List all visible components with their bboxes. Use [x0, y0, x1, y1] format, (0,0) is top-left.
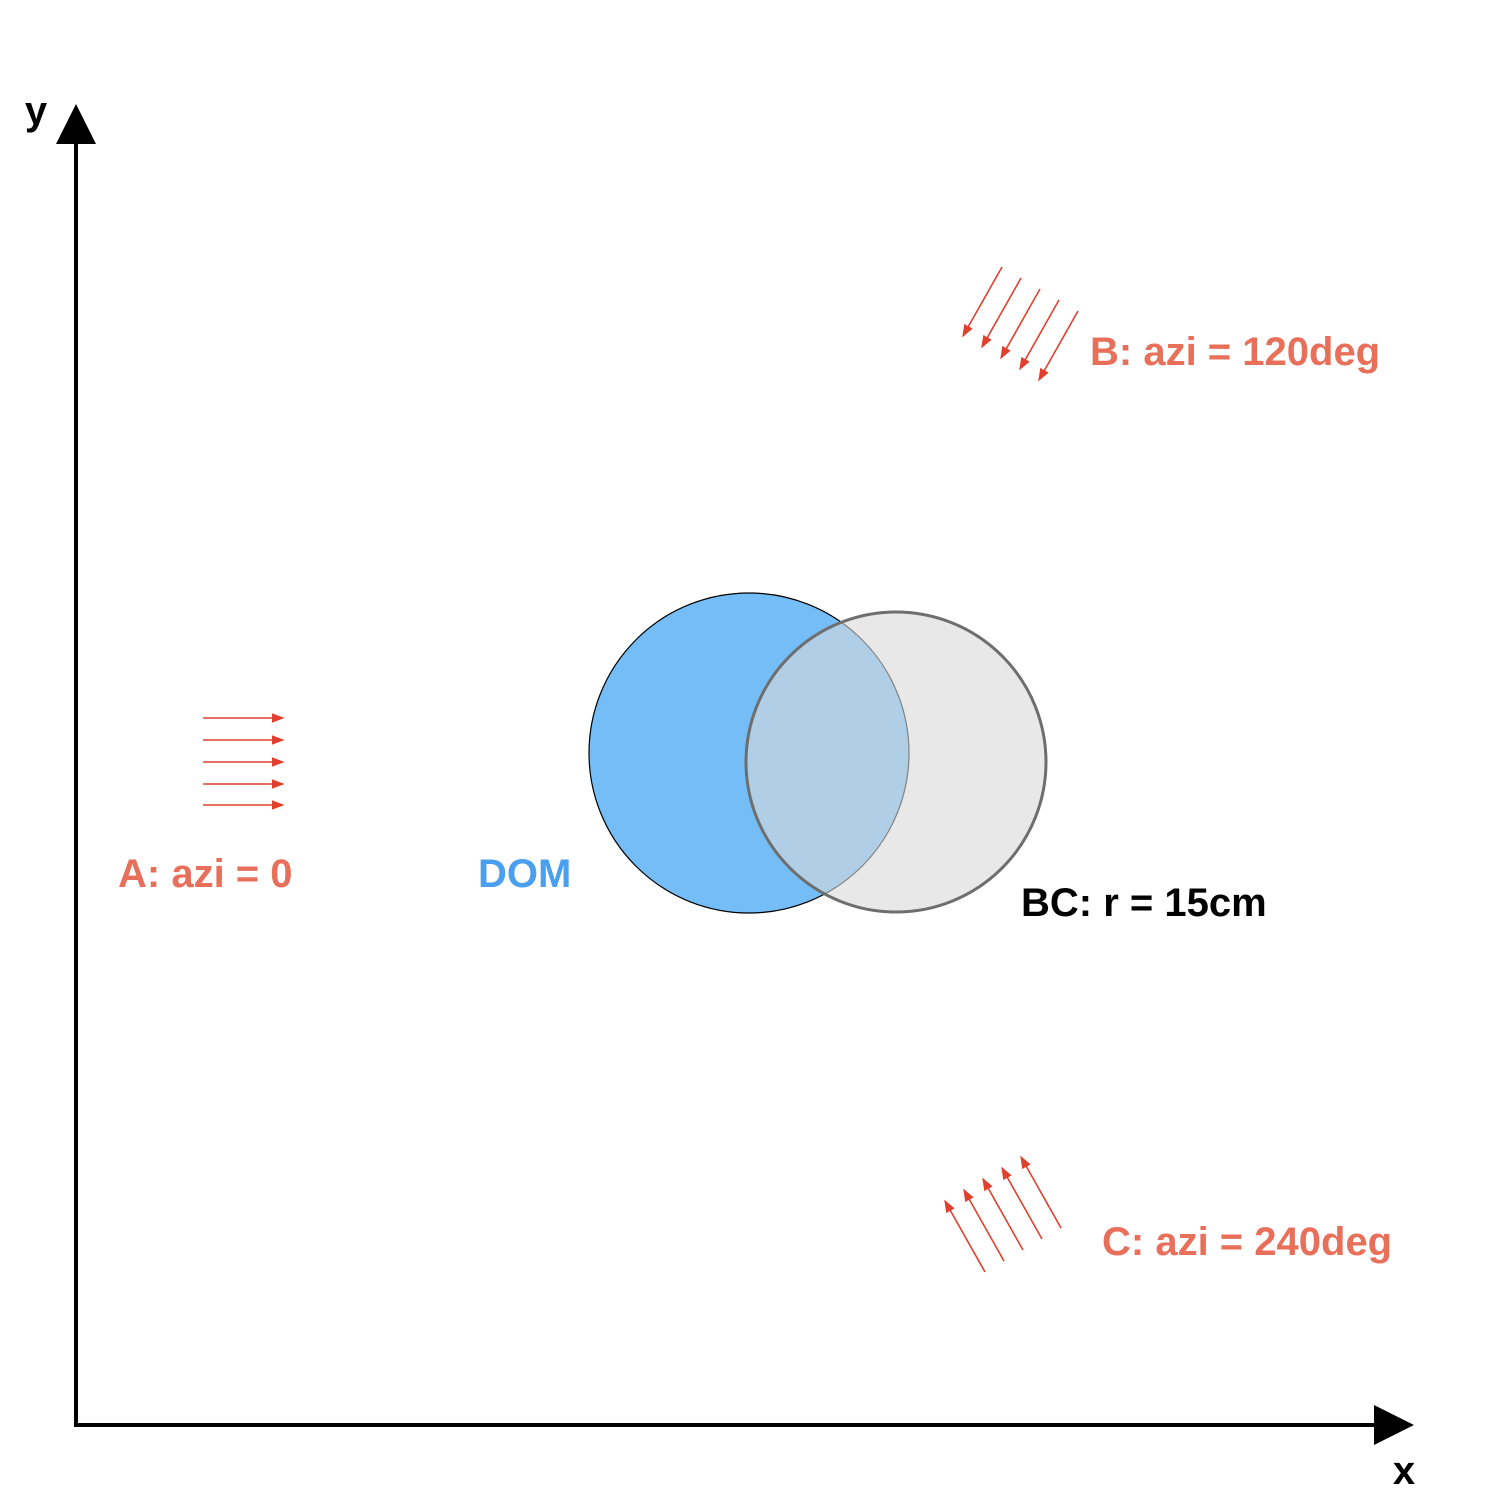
- axes: y x: [25, 89, 1415, 1493]
- label-b: B: azi = 120deg: [1090, 330, 1380, 374]
- beam-c-arrow: [982, 1177, 1024, 1251]
- label-dom: DOM: [478, 852, 571, 896]
- bc-circle: [744, 610, 1048, 914]
- beam-b-arrow: [1019, 299, 1060, 371]
- beam-b-arrow: [1000, 288, 1041, 360]
- y-axis-label: y: [25, 89, 48, 133]
- beam-b-arrow: [981, 277, 1022, 349]
- beam-c-arrow: [963, 1188, 1005, 1262]
- label-bc: BC: r = 15cm: [1021, 881, 1267, 925]
- beam-c-arrow: [1020, 1155, 1062, 1229]
- beam-c-arrows: [944, 1155, 1062, 1273]
- beam-a-arrows: [203, 713, 285, 810]
- beam-b-arrows: [962, 266, 1079, 382]
- beam-c-arrow: [944, 1199, 986, 1273]
- label-c: C: azi = 240deg: [1102, 1220, 1392, 1264]
- x-axis-label: x: [1393, 1449, 1415, 1493]
- beam-b-arrow: [1038, 310, 1079, 382]
- beam-b-arrow: [962, 266, 1003, 338]
- label-a: A: azi = 0: [118, 852, 293, 896]
- beam-c-arrow: [1001, 1166, 1043, 1240]
